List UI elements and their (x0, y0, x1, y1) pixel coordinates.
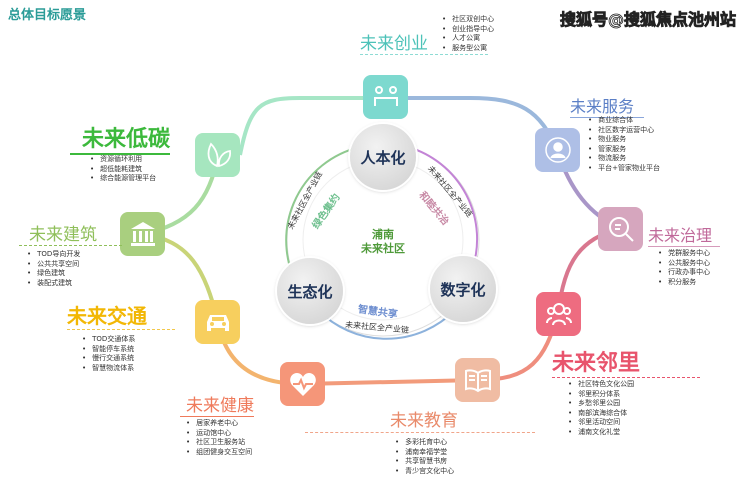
list-item: 行政办事中心 (658, 268, 710, 278)
leaf-icon (195, 133, 240, 177)
divider (305, 432, 535, 433)
list-item: 积分服务 (658, 278, 710, 288)
list-item: 装配式建筑 (27, 279, 80, 289)
list-item: 社区双创中心 (442, 15, 494, 25)
heart-pulse-icon (280, 362, 325, 406)
list-item: 社区特色文化公园 (568, 380, 634, 390)
list-item: 人才公寓 (442, 34, 494, 44)
list-item: 社区卫生服务站 (186, 438, 252, 448)
list-item: 共享智慧书房 (395, 457, 454, 467)
list-item: 物流服务 (588, 154, 660, 164)
car-icon (195, 300, 240, 344)
node-left: 生态化 (277, 258, 343, 324)
list-item: 多彩托育中心 (395, 438, 454, 448)
module-title-jiaoyu: 未来教育 (390, 411, 458, 431)
list-item: 南部滨海综合体 (568, 409, 634, 419)
meeting-icon (363, 75, 408, 119)
building-icon (120, 212, 165, 256)
list-item: 资源循环利用 (90, 155, 156, 165)
list-linli: 社区特色文化公园邻里积分体系乡愁邻里公园南部滨海综合体邻里活动空间浦南文化礼堂 (568, 380, 634, 437)
list-item: 居家养老中心 (186, 419, 252, 429)
list-item: 智能停车系统 (82, 345, 135, 355)
list-fuwu: 商业综合体社区数字运营中心物业服务管家服务物流服务平台+管家物业平台 (588, 116, 660, 173)
module-title-jianzhu: 未来建筑 (19, 220, 122, 246)
list-item: TOD交通体系 (82, 335, 135, 345)
list-item: 社区数字运营中心 (588, 126, 660, 136)
list-item: 组团健身交互空间 (186, 448, 252, 458)
list-item: 浦南文化礼堂 (568, 428, 634, 438)
center-line1: 浦南 (372, 228, 394, 241)
watermark: 搜狐号@搜狐焦点池州站 (560, 10, 737, 30)
book-icon (455, 358, 500, 402)
list-jiaotong: TOD交通体系智能停车系统慢行交通系统智慧物流体系 (82, 335, 135, 373)
list-item: 智慧物流体系 (82, 364, 135, 374)
module-title-linli: 未来邻里 (552, 345, 701, 378)
list-jianzhu: TOD导向开发公共共享空间绿色建筑装配式建筑 (27, 250, 80, 288)
list-item: 服务型公寓 (442, 44, 494, 54)
list-item: TOD导向开发 (27, 250, 80, 260)
list-item: 邻里积分体系 (568, 390, 634, 400)
list-item: 绿色建筑 (27, 269, 80, 279)
node-right: 数字化 (430, 256, 496, 322)
center-line2: 未来社区 (361, 242, 405, 255)
module-title-jiaotong: 未来交通 (67, 300, 175, 330)
list-ditan: 资源循环利用超低能耗建筑综合能源管理平台 (90, 155, 156, 184)
list-item: 超低能耗建筑 (90, 165, 156, 175)
module-title-chuangye: 未来创业 (360, 29, 488, 55)
list-item: 平台+管家物业平台 (588, 164, 660, 174)
list-jiaoyu: 多彩托育中心浦南幸福学堂共享智慧书房青少宫文化中心 (395, 438, 454, 476)
list-jiankang: 居家养老中心运动馆中心社区卫生服务站组团健身交互空间 (186, 419, 252, 457)
list-item: 公共共享空间 (27, 260, 80, 270)
list-item: 青少宫文化中心 (395, 467, 454, 477)
module-title-zhili: 未来治理 (648, 222, 721, 247)
people-group-icon (536, 292, 581, 336)
page-title: 总体目标愿景 (8, 8, 87, 23)
list-item: 慢行交通系统 (82, 354, 135, 364)
module-title-fuwu: 未来服务 (570, 93, 645, 118)
list-item: 运动馆中心 (186, 429, 252, 439)
list-item: 公共服务中心 (658, 259, 710, 269)
center-label: 浦南 未来社区 (348, 228, 418, 256)
list-item: 管家服务 (588, 145, 660, 155)
search-analytics-icon (598, 207, 643, 251)
list-item: 物业服务 (588, 135, 660, 145)
list-item: 党群服务中心 (658, 249, 710, 259)
list-item: 综合能源管理平台 (90, 174, 156, 184)
list-item: 创业指导中心 (442, 25, 494, 35)
service-person-icon (535, 128, 580, 172)
module-title-ditan: 未来低碳 (70, 121, 171, 155)
list-chuangye: 社区双创中心创业指导中心人才公寓服务型公寓 (442, 15, 494, 53)
list-zhili: 党群服务中心公共服务中心行政办事中心积分服务 (658, 249, 710, 287)
list-item: 商业综合体 (588, 116, 660, 126)
list-item: 邻里活动空间 (568, 418, 634, 428)
list-item: 乡愁邻里公园 (568, 399, 634, 409)
node-top: 人本化 (350, 124, 416, 190)
module-title-jiankang: 未来健康 (180, 391, 254, 417)
list-item: 浦南幸福学堂 (395, 448, 454, 458)
